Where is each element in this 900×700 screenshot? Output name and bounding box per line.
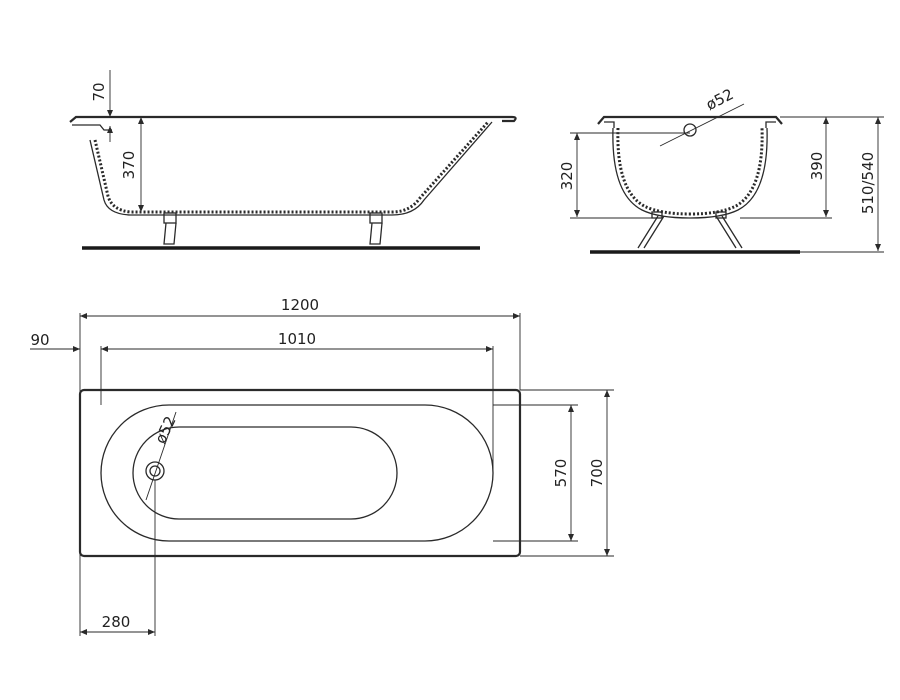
top-dim-inner-length-label: 1010 xyxy=(278,330,316,348)
side-foot-left xyxy=(163,212,177,245)
end-dim-height-label: 390 xyxy=(808,152,826,181)
top-view: ø52 1200 1010 90 570 700 280 xyxy=(30,296,614,636)
top-dim-overall-length-label: 1200 xyxy=(281,296,319,314)
top-dim-inner-width-label: 570 xyxy=(552,459,570,488)
top-dim-drain-position-label: 280 xyxy=(102,613,131,631)
end-rim xyxy=(597,115,783,125)
side-dim-depth-label: 370 xyxy=(120,151,138,180)
end-dim-depth-label: 320 xyxy=(558,162,576,191)
top-basin-outline xyxy=(132,426,398,520)
end-tub-body xyxy=(616,127,764,216)
top-inner-outline xyxy=(100,404,494,542)
top-dim-overall-width-label: 700 xyxy=(588,459,606,488)
top-drain xyxy=(145,461,165,481)
side-view: 70 370 xyxy=(69,70,517,250)
top-dim-offset-label: 90 xyxy=(30,331,49,349)
end-dim-total-height-label: 510/540 xyxy=(859,152,877,214)
side-dim-rim-label: 70 xyxy=(90,82,108,101)
side-rim xyxy=(69,115,517,123)
end-drain-circle xyxy=(683,123,697,137)
side-foot-right xyxy=(369,212,383,245)
side-tub-body xyxy=(93,120,490,214)
top-dim-drain-label: ø52 xyxy=(151,413,179,446)
end-view: ø52 320 390 510/540 xyxy=(558,85,884,254)
end-leg-left xyxy=(637,215,665,249)
end-dim-drain-label: ø52 xyxy=(703,85,736,114)
end-leg-right xyxy=(715,215,743,249)
